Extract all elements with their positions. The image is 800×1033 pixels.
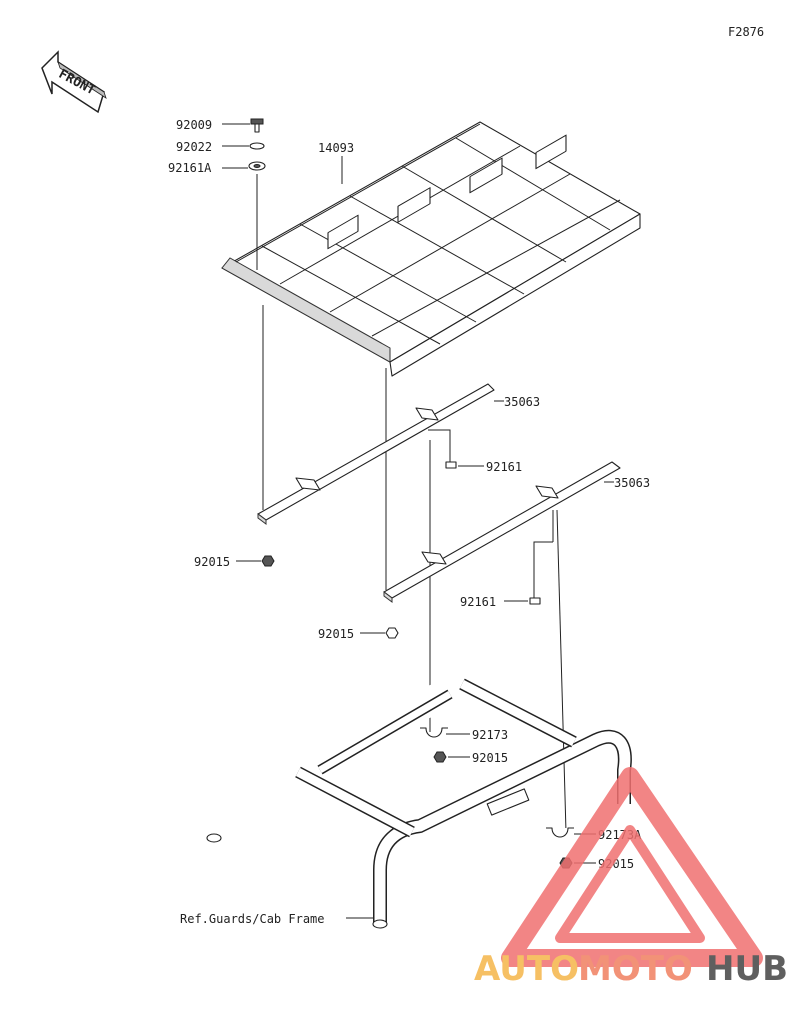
label-bolt: 92009 xyxy=(176,118,212,132)
washer-icon xyxy=(249,142,265,150)
label-clamp-upper: 92173 xyxy=(472,728,508,742)
watermark-logo: AUTO MOTO HUB xyxy=(474,767,788,989)
bracket-lower xyxy=(383,461,621,603)
label-spacer-lower: 92161 xyxy=(460,595,496,609)
label-spacer-top: 92161A xyxy=(168,161,212,175)
watermark-moto: MOTO xyxy=(578,949,693,989)
roof-panel xyxy=(221,121,641,377)
label-nut-mid: 92015 xyxy=(318,627,354,641)
clamp-lower-icon xyxy=(546,827,574,838)
spacer-upper-icon xyxy=(445,461,457,469)
label-bracket-upper: 35063 xyxy=(504,395,540,409)
label-washer: 92022 xyxy=(176,140,212,154)
cab-frame xyxy=(206,656,632,929)
watermark-hub: HUB xyxy=(706,949,788,989)
watermark-auto: AUTO xyxy=(474,949,579,989)
spacer-lower-icon xyxy=(529,597,541,605)
clamp-upper-icon xyxy=(420,724,448,738)
label-spacer-upper: 92161 xyxy=(486,460,522,474)
label-bracket-lower: 35063 xyxy=(614,476,650,490)
bolt-icon xyxy=(250,118,264,133)
diagram-id: F2876 xyxy=(728,25,764,39)
nut-mid-icon xyxy=(385,627,399,639)
label-nut-clamp-upper: 92015 xyxy=(472,751,508,765)
label-reference: Ref.Guards/Cab Frame xyxy=(180,912,325,926)
bracket-upper xyxy=(257,383,495,525)
nut-left-icon xyxy=(261,555,275,567)
label-nut-left: 92015 xyxy=(194,555,230,569)
label-roof: 14093 xyxy=(318,141,354,155)
front-arrow-icon: FRONT xyxy=(41,50,107,114)
spacer-top-icon xyxy=(248,161,266,171)
nut-clamp-upper-icon xyxy=(433,751,447,763)
